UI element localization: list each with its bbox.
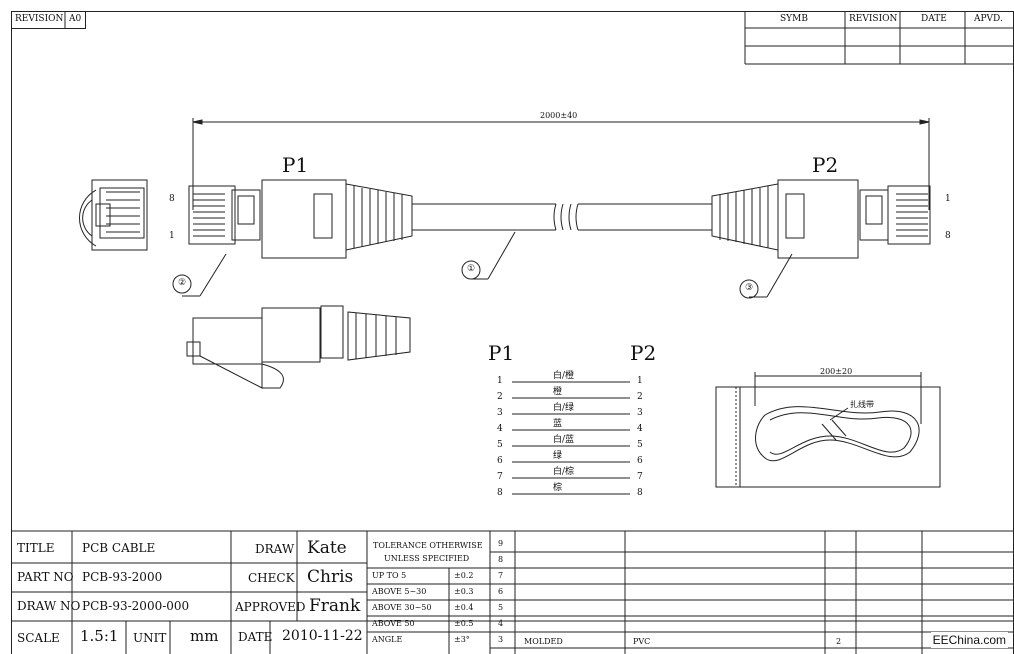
wiring-lines — [512, 381, 630, 495]
callout-plug-left: ② — [178, 278, 187, 288]
p2-label: P2 — [812, 153, 839, 177]
title-value: PCB CABLE — [82, 541, 156, 555]
tolerance-range: ANGLE — [372, 635, 403, 644]
tolerance-range: ABOVE 50 — [372, 619, 415, 628]
sheet-border — [11, 11, 1014, 654]
wiring-color: 白/蓝 — [553, 435, 575, 445]
watermark: EEChina.com — [930, 632, 1008, 648]
tolerance-range: UP TO 5 — [372, 571, 407, 580]
p1-label: P1 — [282, 153, 309, 177]
length-dimension-label: 2000±40 — [540, 111, 578, 120]
tolerance-range: ABOVE 30~50 — [372, 603, 432, 612]
wiring-color: 白/棕 — [553, 467, 575, 477]
wiring-color: 棕 — [553, 483, 563, 493]
wiring-color: 绿 — [553, 451, 563, 461]
bom-item-number: 5 — [498, 603, 504, 612]
wiring-pin-left: 4 — [497, 424, 503, 434]
connector-front-view — [79, 179, 148, 251]
pin-mark-right-bottom: 8 — [945, 231, 951, 241]
bom-item-number: 4 — [498, 619, 504, 628]
wiring-pin-left: 3 — [497, 408, 503, 418]
approver-name: Frank — [309, 596, 361, 616]
bom-item-number: 8 — [498, 555, 504, 564]
revision-value: A0 — [69, 14, 82, 24]
wiring-pin-right: 5 — [637, 440, 643, 450]
wiring-pin-left: 5 — [497, 440, 503, 450]
revision-table-grid — [11, 11, 1014, 65]
unit-label: UNIT — [133, 631, 167, 645]
wiring-pin-right: 2 — [637, 392, 643, 402]
wiring-color: 白/绿 — [553, 403, 575, 413]
wiring-pin-right: 1 — [637, 376, 643, 386]
pin-mark-right-top: 1 — [945, 194, 951, 204]
title-label: TITLE — [17, 541, 55, 555]
bom-item-number: 9 — [498, 539, 504, 548]
coiled-cable-view — [715, 372, 941, 488]
bom-item-molded: MOLDED — [524, 637, 563, 646]
wiring-pin-right: 3 — [637, 408, 643, 418]
length-dimension — [192, 118, 930, 210]
check-role-label: CHECK — [248, 571, 295, 585]
tolerance-value: ±0.4 — [454, 603, 474, 612]
tolerance-value: ±0.5 — [454, 619, 474, 628]
bom-material-pvc: PVC — [633, 637, 651, 646]
callout-plug-right: ③ — [745, 283, 754, 293]
bom-qty: 2 — [836, 637, 842, 646]
scale-label: SCALE — [17, 631, 60, 645]
pin-mark-left-bottom: 1 — [169, 231, 175, 241]
wiring-pin-right: 8 — [637, 488, 643, 498]
tolerance-range: ABOVE 5~30 — [372, 587, 427, 596]
wiring-pin-left: 1 — [497, 376, 503, 386]
wiring-pin-left: 2 — [497, 392, 503, 402]
rev-header-apvd: APVD. — [974, 14, 1003, 24]
coil-dimension-label: 200±20 — [820, 367, 853, 376]
scale-value: 1.5:1 — [80, 627, 119, 645]
wiring-pin-left: 8 — [497, 488, 503, 498]
rev-header-symb: SYMB — [780, 14, 808, 24]
wiring-color: 蓝 — [553, 419, 563, 429]
wiring-pin-left: 6 — [497, 456, 503, 466]
wiring-pin-right: 6 — [637, 456, 643, 466]
wiring-pin-right: 4 — [637, 424, 643, 434]
cable-tie-label: 扎线带 — [850, 400, 874, 409]
part-no-value: PCB-93-2000 — [82, 570, 163, 584]
tolerance-value: ±3° — [454, 635, 470, 644]
tolerance-header: TOLERANCE OTHERWISE — [373, 541, 483, 550]
wiring-p2-label: P2 — [630, 341, 657, 365]
plug-p1 — [188, 179, 413, 259]
wiring-p1-label: P1 — [488, 341, 515, 365]
plug-side-view — [186, 305, 411, 389]
cable — [412, 203, 712, 231]
approved-role-label: APPROVED — [235, 600, 306, 614]
date-label: DATE — [238, 630, 273, 644]
bom-item-number: 7 — [498, 571, 504, 580]
revision-label: REVISION — [15, 14, 64, 24]
tolerance-value: ±0.3 — [454, 587, 474, 596]
date-value: 2010-11-22 — [282, 628, 363, 644]
draw-no-value: PCB-93-2000-000 — [82, 599, 190, 613]
callout-cable: ① — [467, 264, 476, 274]
part-no-label: PART NO — [17, 570, 74, 584]
draw-role-label: DRAW — [255, 542, 295, 556]
bom-item-number: 6 — [498, 587, 504, 596]
callout-leaders — [172, 231, 793, 299]
rev-header-revision: REVISION — [849, 14, 898, 24]
pin-mark-left-top: 8 — [169, 194, 175, 204]
bom-item-number: 3 — [498, 635, 504, 644]
unit-value: mm — [190, 627, 219, 645]
checker-name: Chris — [307, 567, 354, 587]
wiring-color: 白/橙 — [553, 371, 575, 381]
drawer-name: Kate — [307, 538, 347, 558]
wiring-pin-right: 7 — [637, 472, 643, 482]
tolerance-header-2: UNLESS SPECIFIED — [384, 554, 470, 563]
rev-header-date: DATE — [921, 14, 947, 24]
wiring-pin-left: 7 — [497, 472, 503, 482]
plug-p2 — [711, 179, 931, 259]
wiring-color: 橙 — [553, 387, 563, 397]
tolerance-value: ±0.2 — [454, 571, 474, 580]
title-block-grid — [11, 530, 1014, 654]
draw-no-label: DRAW NO — [17, 599, 81, 613]
